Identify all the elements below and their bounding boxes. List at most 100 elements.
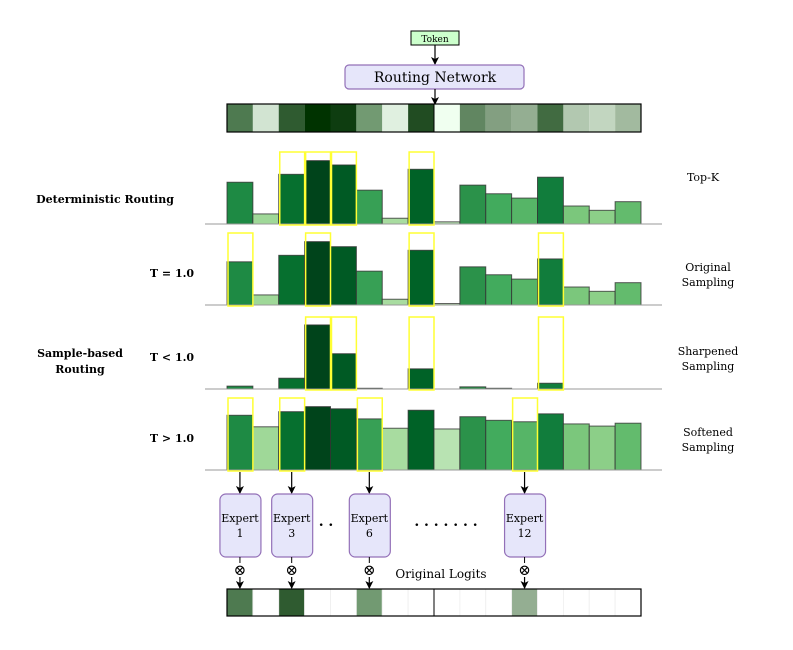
bar [614,201,642,225]
selection-box [304,151,332,226]
bar [278,411,306,471]
expert-number: 12 [518,527,532,540]
method-label-1: Original [685,261,731,274]
expert-box [503,493,547,558]
selection-box [511,397,539,472]
expert-number: 3 [288,527,295,540]
bar [511,278,538,306]
expert-box [219,493,262,558]
bar [381,427,409,471]
selection-box [537,232,565,307]
bar [511,197,538,225]
bar [537,176,564,225]
multiply-icon: ⊗ [234,561,247,579]
logit-cell [485,104,512,132]
logit-cell [485,588,513,617]
method-label-2: Sampling [682,276,735,289]
bar [588,290,616,306]
expert-box [271,493,314,558]
bar [304,160,331,225]
bar [278,377,306,390]
bar [614,422,642,471]
bar [304,324,331,390]
bar [278,254,306,306]
logit-cell [278,588,306,617]
logit-cell [227,104,253,132]
selection-box [330,151,358,226]
method-label-1: Softened [683,426,733,439]
bar [459,184,487,225]
token-node: Token [410,30,460,46]
bar [433,428,461,471]
method-label-1: Top-K [687,171,720,184]
bar [407,368,435,390]
bar [485,193,513,225]
bar [562,286,590,306]
bar [407,409,435,471]
logit-cell [434,104,460,132]
logit-cell [330,588,357,617]
expert-12: Expert 12 ⊗ [503,472,547,589]
original-logits-label: Original Logits [395,567,486,581]
routing-network-label: Routing Network [374,70,497,86]
bar [407,168,435,225]
bar [562,423,590,471]
bar [226,414,254,471]
expert-box [348,493,391,558]
selection-box [537,316,565,391]
ellipsis-long: . . . . . . . [414,514,477,530]
bar [355,189,383,225]
multiply-icon: ⊗ [518,561,531,579]
selection-box [279,151,306,226]
bar [278,173,306,225]
ellipsis-short: . . [319,514,334,530]
bar [511,421,538,471]
selection-box [356,397,383,472]
expert-title: Expert [506,512,544,525]
bar [226,261,254,306]
bar [330,164,357,225]
logit-cell [563,104,590,132]
expert-title: Expert [221,512,259,525]
routing-network-node: Routing Network [344,64,525,90]
logit-cell [511,104,538,132]
logit-cell [330,104,357,132]
logit-cell [615,104,641,132]
sample-based-routing-label-2: Routing [55,363,105,376]
bar [304,241,331,306]
selection-box [279,397,306,472]
deterministic-routing-label: Deterministic Routing [36,193,174,206]
bar [537,413,564,471]
logit-cell [588,588,616,617]
logit-cell [226,588,254,617]
temperature-label: T > 1.0 [150,432,195,445]
multiply-icon: ⊗ [363,561,376,579]
selection-box [227,397,254,472]
logit-cell [408,104,434,132]
temperature-label: T = 1.0 [150,267,195,280]
bar [485,274,513,306]
selection-box [408,232,435,307]
logit-cell [252,588,280,617]
selection-box [304,232,332,307]
expert-1: Expert 1 ⊗ [219,472,262,589]
logit-cell [304,588,331,617]
logit-cell [407,588,435,617]
bar [588,209,616,225]
expert-number: 1 [236,527,243,540]
method-label-2: Sampling [682,360,735,373]
logit-cell [459,104,486,132]
bar [252,426,280,471]
selection-box [408,151,435,226]
logit-cell [381,588,409,617]
temperature-label: T < 1.0 [150,351,195,364]
method-label-1: Sharpened [678,345,739,358]
